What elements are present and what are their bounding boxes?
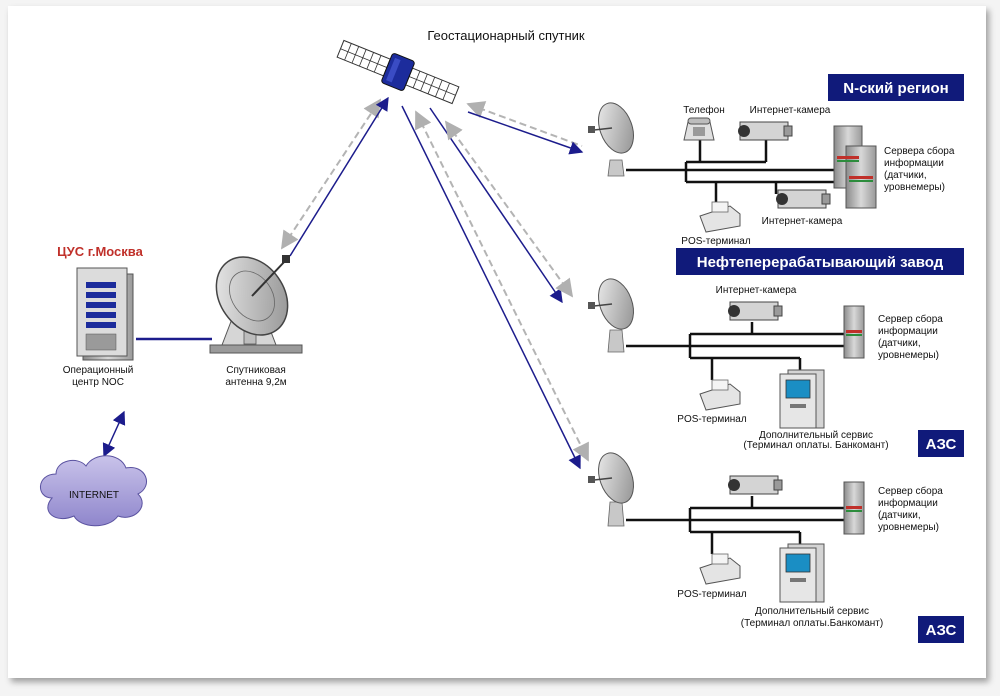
- site-refinery: Нефтеперерабатывающий завод: [588, 248, 964, 457]
- server-label-line3: (датчики,: [878, 338, 921, 349]
- pos-label: POS-терминал: [677, 589, 747, 600]
- site-network-bus: [626, 140, 842, 202]
- noc-label-line1: Операционный: [63, 365, 134, 376]
- server-label-line4: уровнемеры): [878, 350, 939, 361]
- pos-terminal-icon: [699, 379, 741, 411]
- telephone-label: Телефон: [683, 104, 724, 116]
- hub-title: ЦУС г.Москва: [57, 244, 143, 259]
- camera-icon: [776, 189, 831, 209]
- site-header-bg: [828, 74, 964, 101]
- site-dish-icon: [588, 102, 634, 177]
- noc-server-icon: [76, 267, 134, 361]
- internet-label: INTERNET: [69, 490, 119, 501]
- extra-service-line2: (Терминал оплаты.Банкомант): [741, 618, 883, 629]
- server-label-line2: информации: [878, 325, 938, 337]
- site-badge-bg: [918, 430, 964, 457]
- site-header: Нефтеперерабатывающий завод: [697, 254, 944, 271]
- hub-antenna-icon: [209, 255, 303, 354]
- satellite-icon: [336, 39, 460, 105]
- server-label-line1: Сервер сбора: [878, 313, 943, 325]
- internet-cloud-icon: [40, 455, 148, 527]
- camera-label: Интернет-камера: [716, 285, 797, 296]
- site-header-bg: [676, 248, 964, 275]
- site-gas-station: Сервер сбора информации (датчики, уровне…: [588, 452, 964, 643]
- telephone-icon: [683, 117, 715, 141]
- servers-label-line1: Сервера сбора: [884, 145, 955, 157]
- pos-label: POS-терминал: [681, 236, 751, 247]
- site-network-bus: [626, 322, 846, 380]
- antenna-label-line2: антенна 9,2м: [225, 377, 286, 388]
- satellite-links: [102, 96, 589, 470]
- payment-terminal-icon: [779, 369, 825, 429]
- server-label-line1: Сервер сбора: [878, 485, 943, 497]
- servers-label-line3: (датчики,: [884, 170, 927, 181]
- extra-service-line2: (Терминал оплаты. Банкомант): [743, 440, 888, 451]
- pos-terminal-icon: [699, 553, 741, 585]
- extra-service-line1: Дополнительный сервис: [755, 606, 869, 617]
- satellite-label: Геостационарный спутник: [427, 28, 585, 43]
- servers-label-line4: уровнемеры): [884, 182, 945, 193]
- server-label-line3: (датчики,: [878, 510, 921, 521]
- servers-label-line2: информации: [884, 157, 944, 169]
- pos-terminal-icon: [699, 201, 741, 233]
- pos-label: POS-терминал: [677, 414, 747, 425]
- camera-icon: [728, 301, 783, 321]
- extra-service-line1: Дополнительный сервис: [759, 430, 873, 441]
- payment-terminal-icon: [779, 543, 825, 603]
- site-network-bus: [626, 496, 846, 554]
- site-badge: АЗС: [926, 622, 957, 639]
- camera-bottom-label: Интернет-камера: [762, 216, 843, 227]
- servers-icon: [833, 125, 877, 209]
- camera-icon: [728, 475, 783, 495]
- camera-top-label: Интернет-камера: [750, 105, 831, 116]
- site-dish-icon: [588, 278, 634, 353]
- antenna-label-line1: Спутниковая: [226, 365, 286, 376]
- site-badge: АЗС: [926, 436, 957, 453]
- site-badge-bg: [918, 616, 964, 643]
- noc-label-line2: центр NOC: [72, 377, 124, 388]
- site-header: N-ский регион: [843, 80, 948, 97]
- camera-icon: [738, 121, 793, 141]
- server-icon: [843, 481, 865, 535]
- server-icon: [843, 305, 865, 359]
- site-dish-icon: [588, 452, 634, 527]
- server-label-line4: уровнемеры): [878, 522, 939, 533]
- site-n-region: N-ский регион: [588, 74, 964, 247]
- server-label-line2: информации: [878, 497, 938, 509]
